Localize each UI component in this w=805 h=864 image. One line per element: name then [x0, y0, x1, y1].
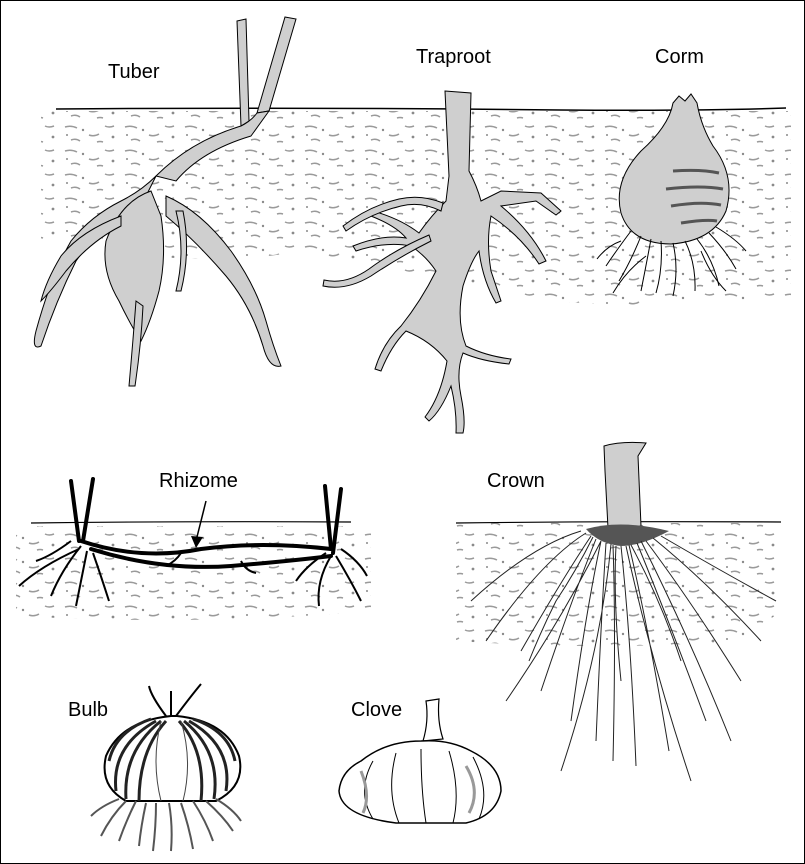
corm-illustration	[596, 93, 747, 297]
tuber-illustration	[33, 16, 297, 387]
label-clove: Clove	[351, 699, 403, 721]
clove-illustration	[338, 698, 502, 824]
bulb-illustration	[90, 683, 242, 852]
crown-illustration	[455, 441, 782, 782]
label-tuber: Tuber	[108, 61, 160, 83]
label-crown: Crown	[487, 470, 545, 492]
label-rhizome: Rhizome	[159, 470, 238, 492]
rhizome-illustration	[16, 477, 371, 620]
traproot-illustration	[322, 90, 562, 434]
label-traproot: Traproot	[416, 46, 491, 68]
label-bulb: Bulb	[68, 699, 109, 721]
label-corm: Corm	[655, 46, 704, 68]
